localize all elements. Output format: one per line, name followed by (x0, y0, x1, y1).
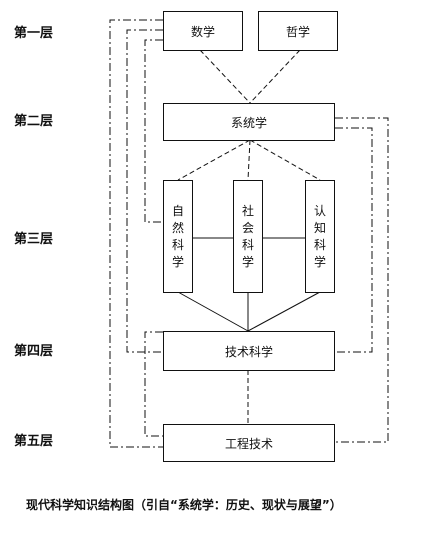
cognitive-science-char-3: 科 (313, 237, 326, 252)
loop-left-middle (126, 29, 163, 353)
social-science-char-1: 社 (241, 203, 254, 218)
natural-science-char-1: 自 (171, 203, 184, 218)
engineering-technology-box: 工程技术 (163, 424, 335, 462)
layer-label-5: 第五层 (14, 434, 54, 449)
engineering-technology-label: 工程技术 (224, 436, 273, 451)
technical-science-label: 技术科学 (224, 344, 273, 359)
loop-right-outer (335, 117, 389, 443)
systems-science-label: 系统学 (230, 115, 267, 130)
link-systems-cognitive (249, 139, 321, 181)
link-systems-social (247, 139, 251, 181)
link-math-systems (199, 49, 251, 104)
loop-left-inner-bottom (144, 331, 163, 437)
philosophy-box: 哲学 (258, 11, 338, 51)
natural-science-box: 自 然 科 学 (163, 180, 193, 293)
social-science-char-4: 学 (241, 254, 254, 269)
technical-science-box: 技术科学 (163, 331, 335, 371)
layer-label-1: 第一层 (14, 26, 54, 41)
cognitive-science-char-2: 知 (313, 220, 326, 235)
systems-science-box: 系统学 (163, 103, 335, 141)
cognitive-science-box: 认 知 科 学 (305, 180, 335, 293)
math-label: 数学 (190, 24, 215, 39)
loop-right-inner (335, 127, 373, 353)
figure-caption: 现代科学知识结构图（引自“系统学：历史、现状与展望”） (26, 498, 342, 512)
cognitive-science-char-4: 学 (313, 254, 326, 269)
link-philosophy-systems (249, 49, 301, 104)
layer-label-4: 第四层 (14, 344, 54, 359)
social-science-char-2: 会 (241, 220, 254, 235)
layer-label-2: 第二层 (14, 114, 54, 129)
natural-science-char-2: 然 (171, 220, 184, 235)
social-science-box: 社 会 科 学 (233, 180, 263, 293)
natural-science-char-3: 科 (171, 237, 184, 252)
loop-left-inner-top (144, 39, 163, 223)
link-cognitive-technical (247, 291, 321, 332)
natural-science-char-4: 学 (171, 254, 184, 269)
link-systems-natural (177, 139, 251, 181)
math-box: 数学 (163, 11, 243, 51)
layer-label-3: 第三层 (14, 232, 54, 247)
philosophy-label: 哲学 (285, 24, 310, 39)
link-natural-technical (177, 291, 249, 332)
cognitive-science-char-1: 认 (313, 203, 326, 218)
loop-left-outer (109, 19, 163, 448)
social-science-char-3: 科 (241, 237, 254, 252)
